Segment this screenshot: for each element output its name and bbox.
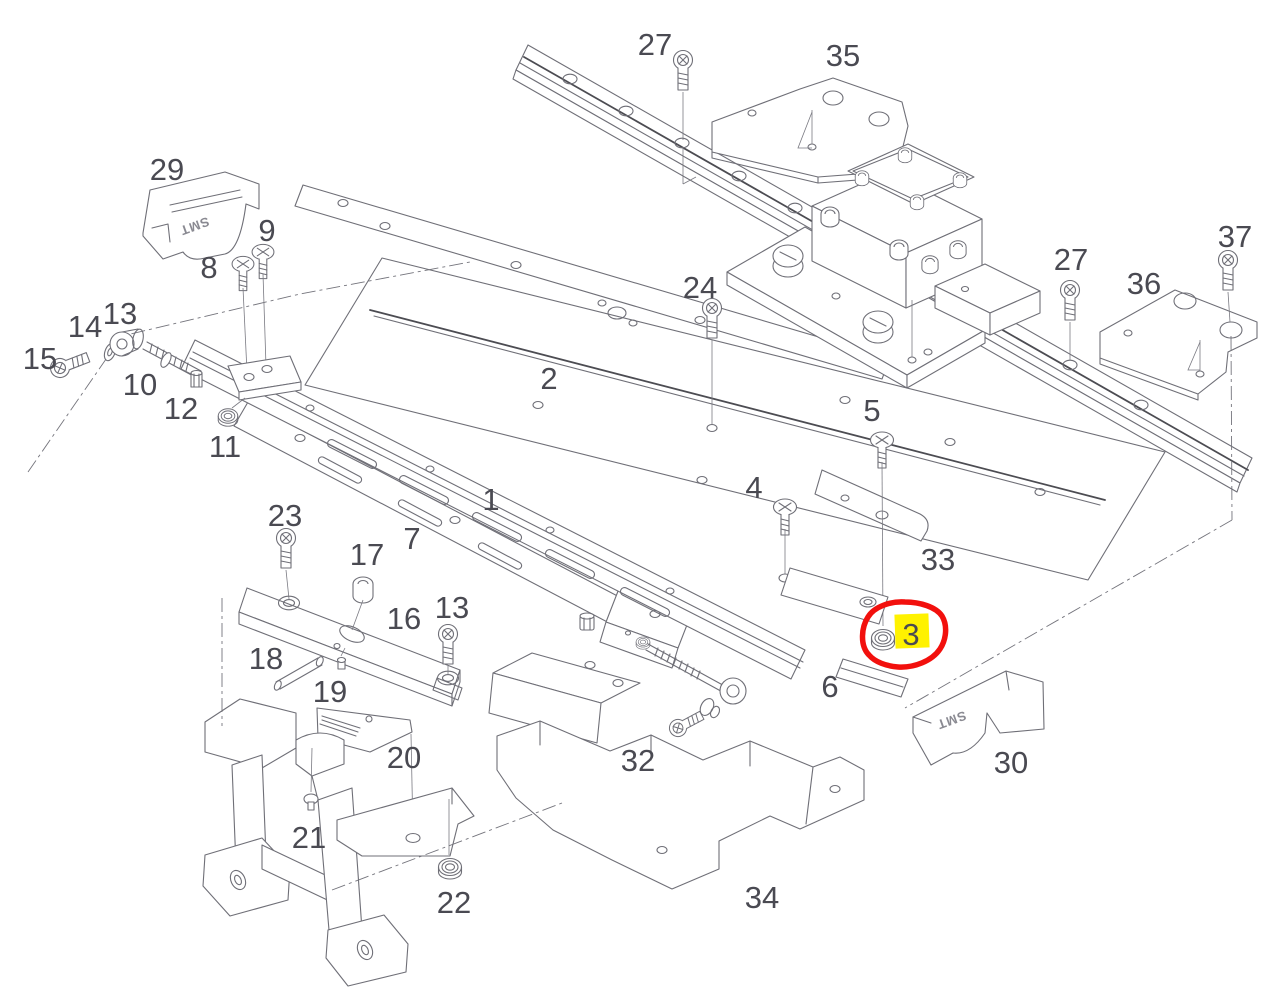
part-label-30: 30 xyxy=(994,745,1028,780)
carriage-block-assembly xyxy=(726,143,1041,389)
pin-18 xyxy=(273,656,324,691)
part-label-19: 19 xyxy=(313,674,347,709)
part-label-16: 16 xyxy=(387,601,421,636)
l-bracket xyxy=(488,652,641,744)
set-screw-19 xyxy=(336,647,347,670)
part-label-23: 23 xyxy=(268,498,302,533)
part-label-1: 1 xyxy=(482,482,499,517)
part-label-12: 12 xyxy=(164,391,198,426)
part-label-15: 15 xyxy=(23,341,57,376)
part-label-9: 9 xyxy=(258,213,275,248)
part-label-7: 7 xyxy=(403,521,420,556)
screw-23 xyxy=(275,527,297,600)
part-label-35: 35 xyxy=(826,38,860,73)
part-label-3-highlighted: 3 xyxy=(902,617,919,652)
part-label-13: 13 xyxy=(435,590,469,625)
part-label-27: 27 xyxy=(638,27,672,62)
screw-37 xyxy=(1217,249,1239,521)
part-label-11: 11 xyxy=(209,429,241,464)
slotted-rail-1 xyxy=(180,339,806,680)
tension-rod-assembly xyxy=(635,636,747,741)
part-label-33: 33 xyxy=(921,542,955,577)
screw-8 xyxy=(231,255,255,373)
part-label-21: 21 xyxy=(292,820,326,855)
part-label-10: 10 xyxy=(123,367,157,402)
part-label-8: 8 xyxy=(200,250,217,285)
screw-27-right xyxy=(1059,279,1081,360)
part-label-17: 17 xyxy=(350,537,384,572)
part-label-27: 27 xyxy=(1054,242,1088,277)
bushing-17 xyxy=(351,576,374,631)
cap-30: SMT xyxy=(912,670,1045,766)
plate-36 xyxy=(1099,289,1258,401)
part-label-5: 5 xyxy=(863,393,880,428)
cap-29: SMT xyxy=(142,171,260,260)
part-label-22: 22 xyxy=(437,885,471,920)
part-label-34: 34 xyxy=(745,880,779,915)
nut-3 xyxy=(870,628,896,651)
section-plane-line xyxy=(904,519,1233,709)
part-label-36: 36 xyxy=(1127,266,1161,301)
part-label-37: 37 xyxy=(1218,219,1252,254)
highlight-annotation xyxy=(859,599,949,670)
plate-2 xyxy=(294,184,1166,581)
adjust-screw-group-left xyxy=(27,261,471,473)
highlight-circle xyxy=(859,599,949,670)
part-label-4: 4 xyxy=(745,470,762,505)
screw-21 xyxy=(303,747,319,811)
screw-13-center xyxy=(437,623,459,674)
part-label-24: 24 xyxy=(683,270,717,305)
part-label-18: 18 xyxy=(249,641,283,676)
part-label-13: 13 xyxy=(103,296,137,331)
part-label-20: 20 xyxy=(387,740,421,775)
centerline-bottom xyxy=(331,802,563,891)
screw-9 xyxy=(251,243,275,367)
rail-end-plate xyxy=(780,567,889,625)
base-casting xyxy=(202,698,475,987)
part-label-14: 14 xyxy=(68,309,102,344)
screw-24 xyxy=(701,297,723,424)
strip-6 xyxy=(835,658,909,698)
highlight-marker xyxy=(894,613,930,649)
mount-plate-small xyxy=(227,355,302,401)
plate-34 xyxy=(496,720,865,890)
part-label-6: 6 xyxy=(821,669,838,704)
part-label-2: 2 xyxy=(540,361,557,396)
part-label-29: 29 xyxy=(150,152,184,187)
part-label-32: 32 xyxy=(621,743,655,778)
screw-27-top xyxy=(672,49,697,185)
